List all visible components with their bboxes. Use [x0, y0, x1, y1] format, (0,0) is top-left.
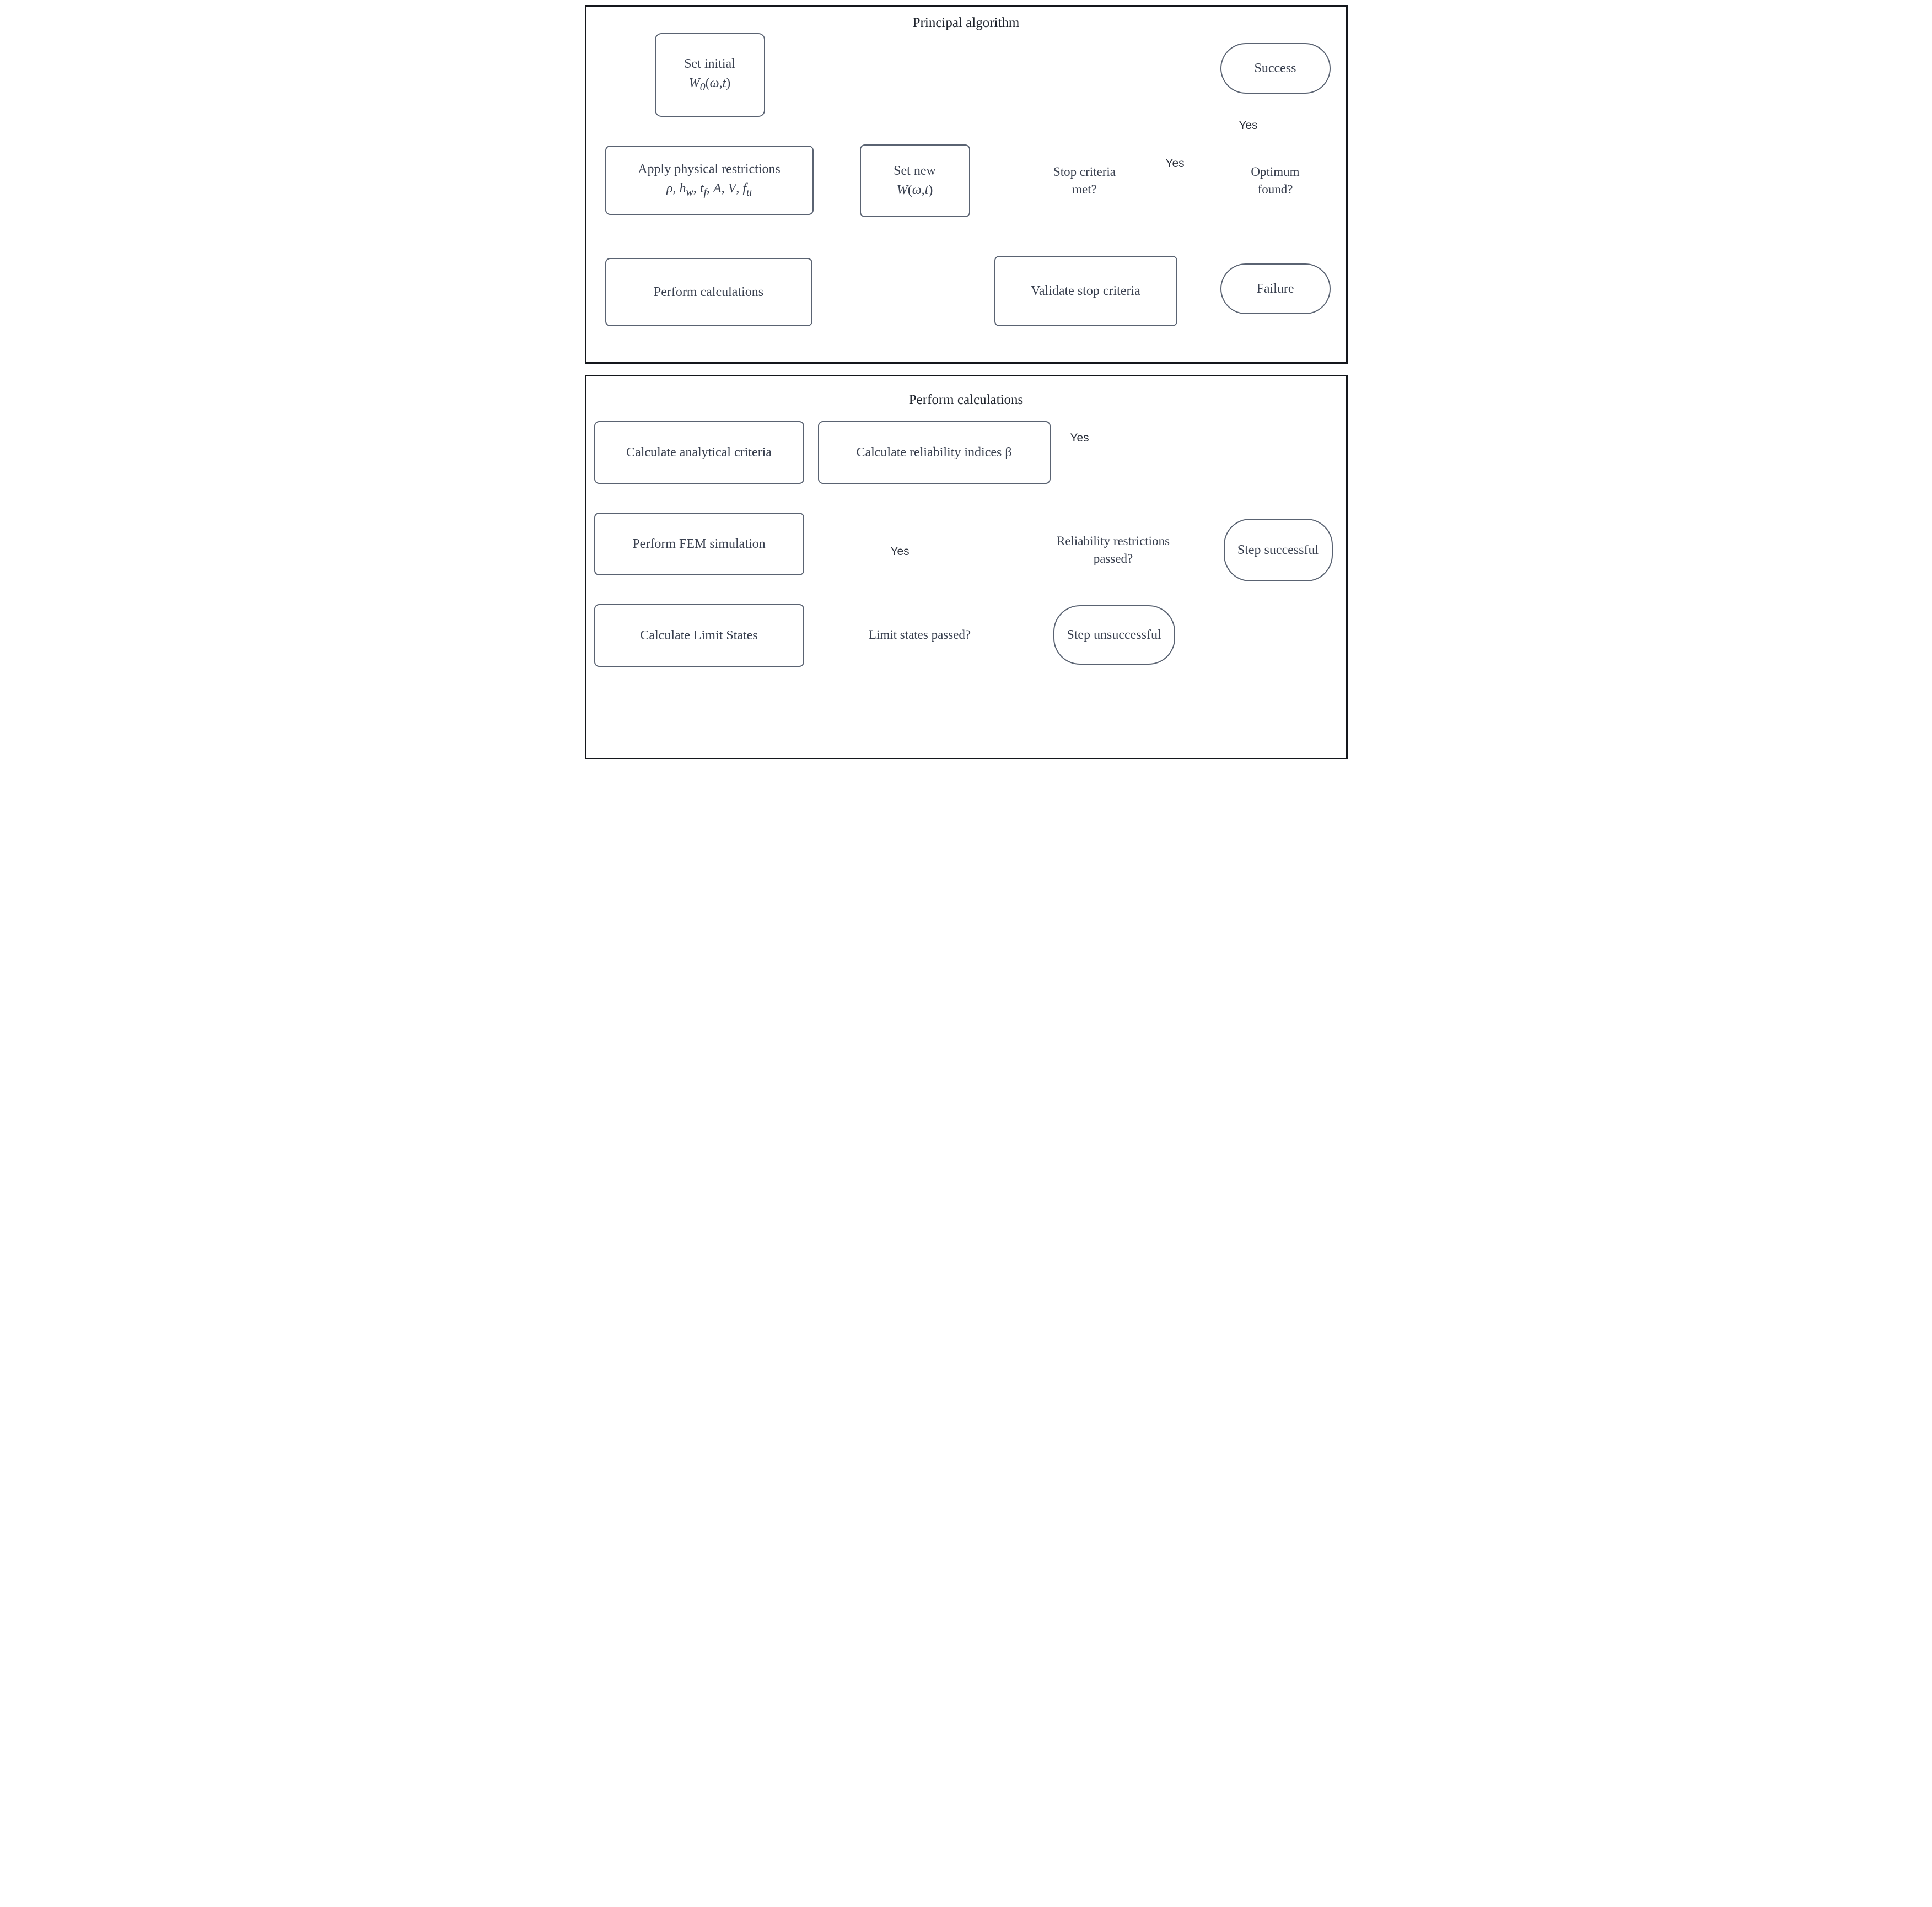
node-step-unsuccessful: Step unsuccessful [1053, 605, 1175, 665]
edge-label-yes-optimum-to-success: Yes [1239, 119, 1258, 132]
node-failure-label: Failure [1256, 281, 1294, 296]
flowchart-canvas: Principal algorithm Perform calculations… [579, 0, 1353, 763]
node-success: Success [1220, 43, 1331, 94]
node-failure: Failure [1220, 263, 1331, 314]
edge-label-yes-limit-to-reliability: Yes [890, 545, 910, 558]
node-step-unsuccessful-label: Step unsuccessful [1067, 627, 1161, 642]
node-fem-label: Perform FEM simulation [632, 536, 766, 551]
node-validate-stop-criteria: Validate stop criteria [994, 256, 1177, 326]
calculations-panel-title: Perform calculations [908, 392, 1024, 407]
node-limit-label: Calculate Limit States [640, 628, 758, 643]
node-perform-label: Perform calculations [653, 284, 764, 299]
node-calculate-limit-states: Calculate Limit States [594, 604, 804, 667]
principal-panel-title: Principal algorithm [912, 15, 1020, 30]
edge-label-yes-stop-to-optimum: Yes [1165, 157, 1185, 170]
node-perform-calculations: Perform calculations [605, 258, 812, 326]
edge-label-yes-reliability-elbow: Yes [1070, 432, 1089, 444]
node-analytical-label: Calculate analytical criteria [626, 445, 772, 460]
node-step-successful-label: Step successful [1237, 542, 1319, 557]
node-validate-label: Validate stop criteria [1031, 283, 1140, 298]
node-calculate-analytical-criteria: Calculate analytical criteria [594, 421, 804, 484]
node-step-successful: Step successful [1223, 519, 1333, 581]
node-reliability-label: Calculate reliability indices β [856, 445, 1012, 460]
node-perform-fem-simulation: Perform FEM simulation [594, 513, 804, 575]
node-success-label: Success [1254, 61, 1296, 76]
node-calculate-reliability-indices: Calculate reliability indices β [817, 421, 1051, 484]
